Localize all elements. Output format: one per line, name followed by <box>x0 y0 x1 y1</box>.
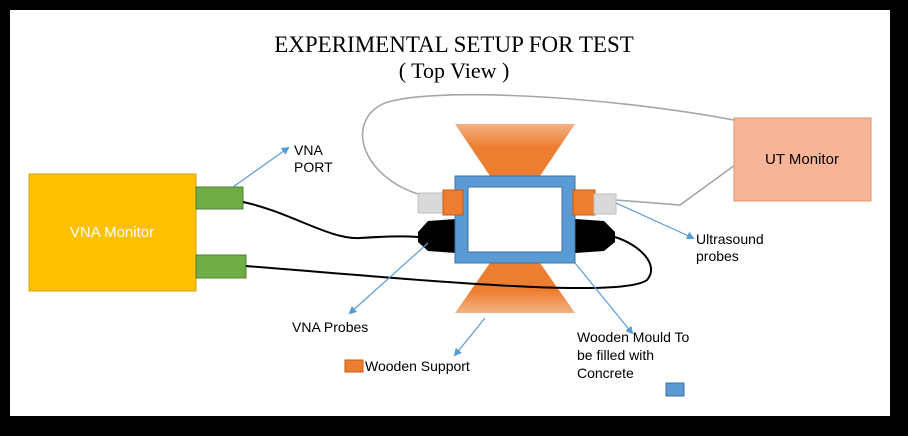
vna-port-arrow <box>232 146 290 188</box>
ut-cable-right <box>615 164 736 206</box>
wooden-mould-swatch <box>665 382 685 397</box>
wooden-support-label: Wooden Support <box>365 358 470 374</box>
mould-label-line1: Wooden Mould To <box>577 329 690 345</box>
wooden-support-swatch <box>344 359 364 373</box>
ultrasound-probe-right-pad <box>572 189 596 216</box>
wooden-support-bottom <box>455 263 575 313</box>
diagram-subtitle: ( Top View ) <box>399 58 510 83</box>
vna-port-top <box>195 186 244 210</box>
ultrasound-label-line2: probes <box>696 248 739 264</box>
vna-probes-arrow <box>348 242 429 315</box>
mould-arrow <box>574 262 634 335</box>
ut-monitor-label: UT Monitor <box>765 151 839 168</box>
vna-probes-label: VNA Probes <box>292 319 368 335</box>
ultrasound-probe-right-housing <box>593 193 617 215</box>
ultrasound-probe-left-pad <box>442 189 464 216</box>
ultrasound-probe-left-housing <box>417 192 447 214</box>
ultrasound-arrow <box>615 202 695 240</box>
ut-monitor <box>733 117 872 202</box>
ut-cable-left <box>361 93 735 195</box>
vna-monitor <box>28 173 197 292</box>
vna-probe-right <box>575 219 615 253</box>
vna-probe-left <box>418 219 456 253</box>
vna-port-label-line1: VNA <box>294 142 323 158</box>
vna-monitor-label: VNA Monitor <box>70 224 154 241</box>
vna-cable-bottom <box>245 236 653 290</box>
vna-cable-top <box>242 201 419 240</box>
vna-port-bottom <box>195 254 247 279</box>
mould-cavity <box>467 186 563 253</box>
mould-label-line3: Concrete <box>577 365 634 381</box>
vna-port-label-line2: PORT <box>294 159 333 175</box>
wooden-support-arrow <box>453 317 486 357</box>
ultrasound-label-line1: Ultrasound <box>696 231 764 247</box>
mould-label-line2: be filled with <box>577 347 654 363</box>
wooden-support-top <box>455 124 575 176</box>
diagram-title: EXPERIMENTAL SETUP FOR TEST <box>274 32 634 57</box>
